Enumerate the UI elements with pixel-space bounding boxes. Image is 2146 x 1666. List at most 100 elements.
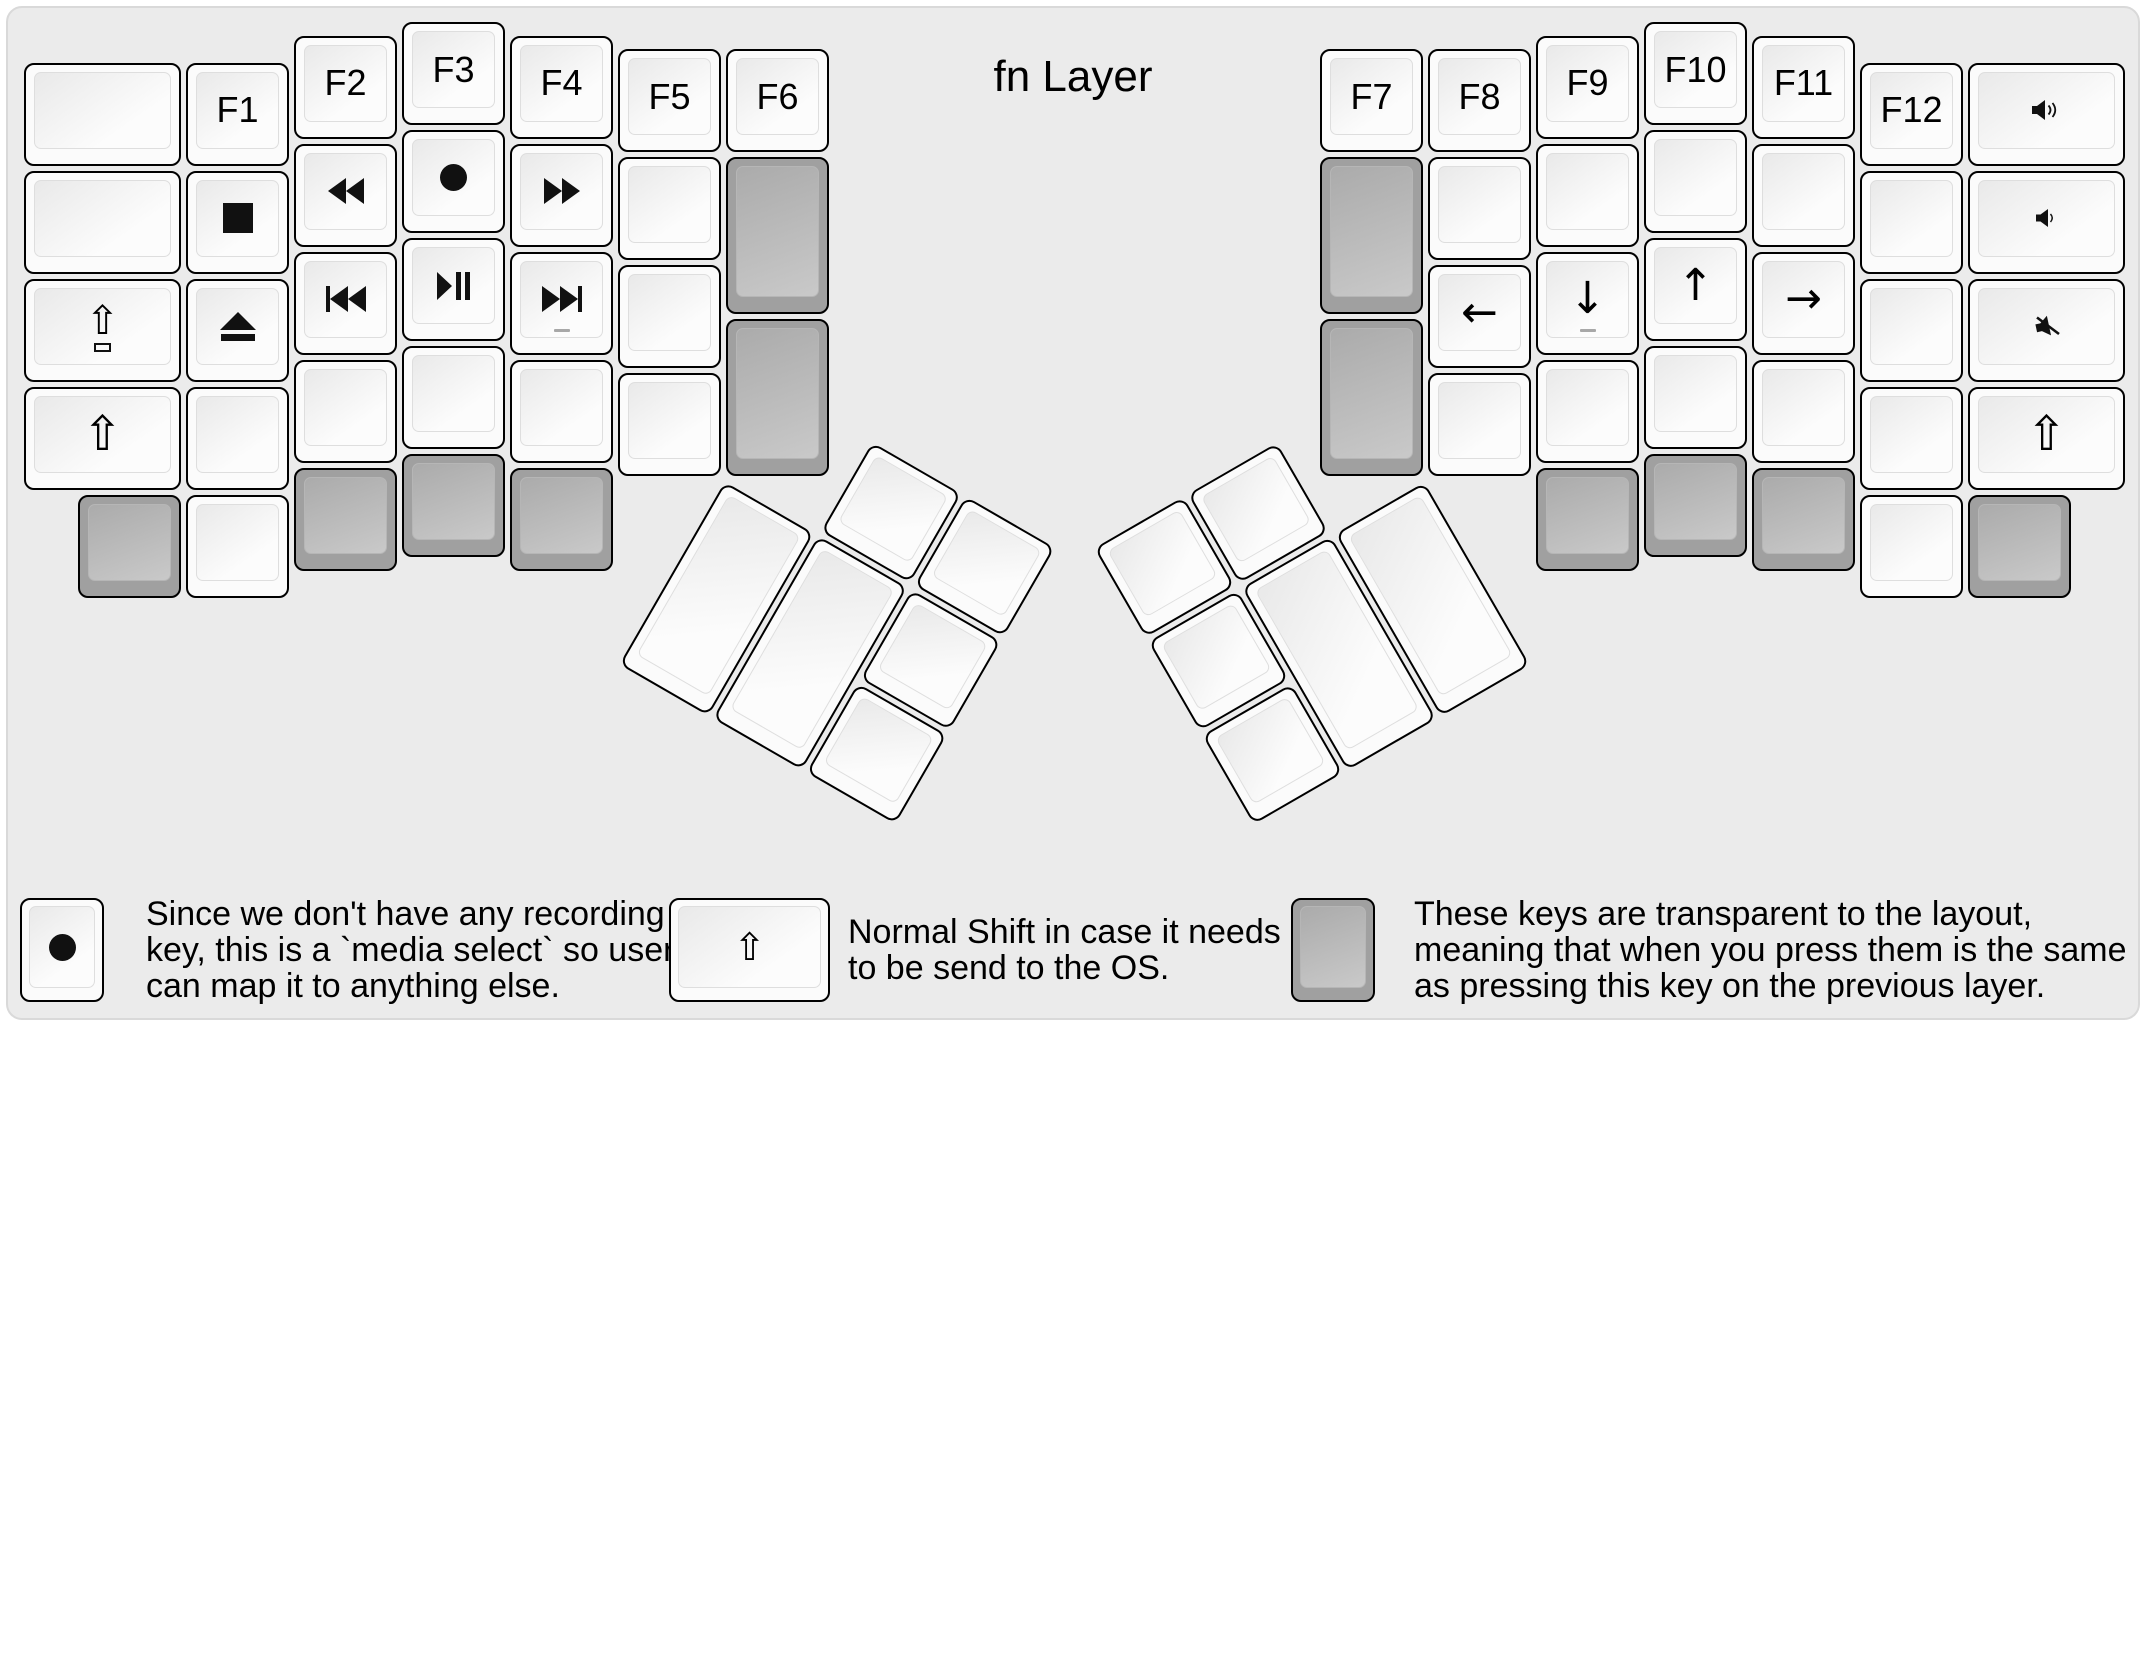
key-volume-down[interactable] [1968,170,2125,274]
key-play-pause[interactable] [402,238,505,341]
keytop [1438,166,1521,243]
key-transparent[interactable] [294,467,397,571]
key-blank[interactable] [1536,143,1639,247]
key-caps-lock[interactable]: ⇧ [24,278,181,382]
key-label: F1 [216,89,259,130]
legend-item-media-select-note: Since we don't have any recording key, t… [20,895,675,1005]
keytop [304,152,387,230]
key-blank[interactable] [1644,130,1747,233]
key-arrow-right[interactable]: → [1752,251,1855,355]
key-stop[interactable] [186,170,289,274]
key-eject[interactable] [186,278,289,382]
key-blank[interactable] [1860,170,1963,274]
key-blank[interactable] [1428,157,1531,260]
key-f5[interactable]: F5 [618,49,721,152]
volume-down-icon [2035,209,2058,227]
fast-forward-icon [543,178,580,204]
keytop [1546,368,1629,446]
legend-key-transparent-note [1291,898,1375,1002]
keytop [1546,476,1629,554]
keytop [520,260,603,338]
legend-text: Since we don't have any recording key, t… [146,895,675,1005]
keytop: F7 [1330,58,1413,135]
key-transparent[interactable] [1536,467,1639,571]
key-transparent[interactable] [1320,319,1423,476]
key-transparent[interactable] [726,157,829,314]
key-volume-up[interactable] [1968,62,2125,166]
media-select-icon [440,164,467,191]
key-f7[interactable]: F7 [1320,49,1423,152]
key-prev-track[interactable] [294,251,397,355]
rewind-icon [327,178,364,204]
keytop: F12 [1870,71,1953,149]
keytop [1870,179,1953,257]
key-shift-left[interactable]: ⇧ [24,386,181,490]
key-blank[interactable] [186,494,289,598]
key-blank[interactable] [1644,346,1747,449]
key-f6[interactable]: F6 [726,49,829,152]
key-blank[interactable] [186,386,289,490]
key-f2[interactable]: F2 [294,35,397,139]
keytop [196,287,279,365]
key-transparent[interactable] [510,467,613,571]
key-transparent[interactable] [402,454,505,557]
keytop: ⇧ [1978,395,2115,473]
key-f10[interactable]: F10 [1644,22,1747,125]
key-label: F2 [324,62,367,103]
key-blank[interactable] [24,170,181,274]
keytop: F2 [304,44,387,122]
key-blank[interactable] [24,62,181,166]
key-f12[interactable]: F12 [1860,62,1963,166]
key-rewind[interactable] [294,143,397,247]
key-shift-right[interactable]: ⇧ [1968,386,2125,490]
key-blank[interactable] [1860,278,1963,382]
keytop [412,463,495,540]
key-transparent[interactable] [1320,157,1423,314]
key-fast-forward[interactable] [510,143,613,247]
keytop [1215,696,1326,805]
eject-icon [218,311,258,341]
key-blank[interactable] [402,346,505,449]
key-transparent[interactable] [1968,494,2071,598]
keytop [520,476,603,554]
key-transparent[interactable] [726,319,829,476]
key-f4[interactable]: F4 [510,35,613,139]
keytop [1161,603,1272,712]
key-transparent[interactable] [78,494,181,598]
key-blank[interactable] [1860,386,1963,490]
key-media-select[interactable] [402,130,505,233]
keytop [1330,328,1413,459]
key-blank[interactable] [618,157,721,260]
key-mute[interactable] [1968,278,2125,382]
key-f3[interactable]: F3 [402,22,505,125]
key-transparent[interactable] [1644,454,1747,557]
keytop: ← [1438,274,1521,351]
key-blank[interactable] [1860,494,1963,598]
key-blank[interactable] [1752,359,1855,463]
key-next-track[interactable] [510,251,613,355]
key-label: F12 [1880,89,1943,130]
keytop [1300,906,1366,988]
key-blank[interactable] [294,359,397,463]
key-arrow-left[interactable]: ← [1428,265,1531,368]
keytop [1654,463,1737,540]
key-blank[interactable] [1752,143,1855,247]
key-blank[interactable] [618,265,721,368]
key-arrow-up[interactable]: ↑ [1644,238,1747,341]
key-label: F9 [1566,62,1609,103]
key-blank[interactable] [1428,373,1531,476]
keytop [736,328,819,459]
keytop [1870,503,1953,581]
key-blank[interactable] [1536,359,1639,463]
key-arrow-down[interactable]: ↓ [1536,251,1639,355]
key-blank[interactable] [510,359,613,463]
key-transparent[interactable] [1752,467,1855,571]
key-f11[interactable]: F11 [1752,35,1855,139]
keytop [1330,166,1413,297]
keytop: F11 [1762,44,1845,122]
key-blank[interactable] [618,373,721,476]
keytop: F9 [1546,44,1629,122]
key-f8[interactable]: F8 [1428,49,1531,152]
key-f1[interactable]: F1 [186,62,289,166]
key-f9[interactable]: F9 [1536,35,1639,139]
